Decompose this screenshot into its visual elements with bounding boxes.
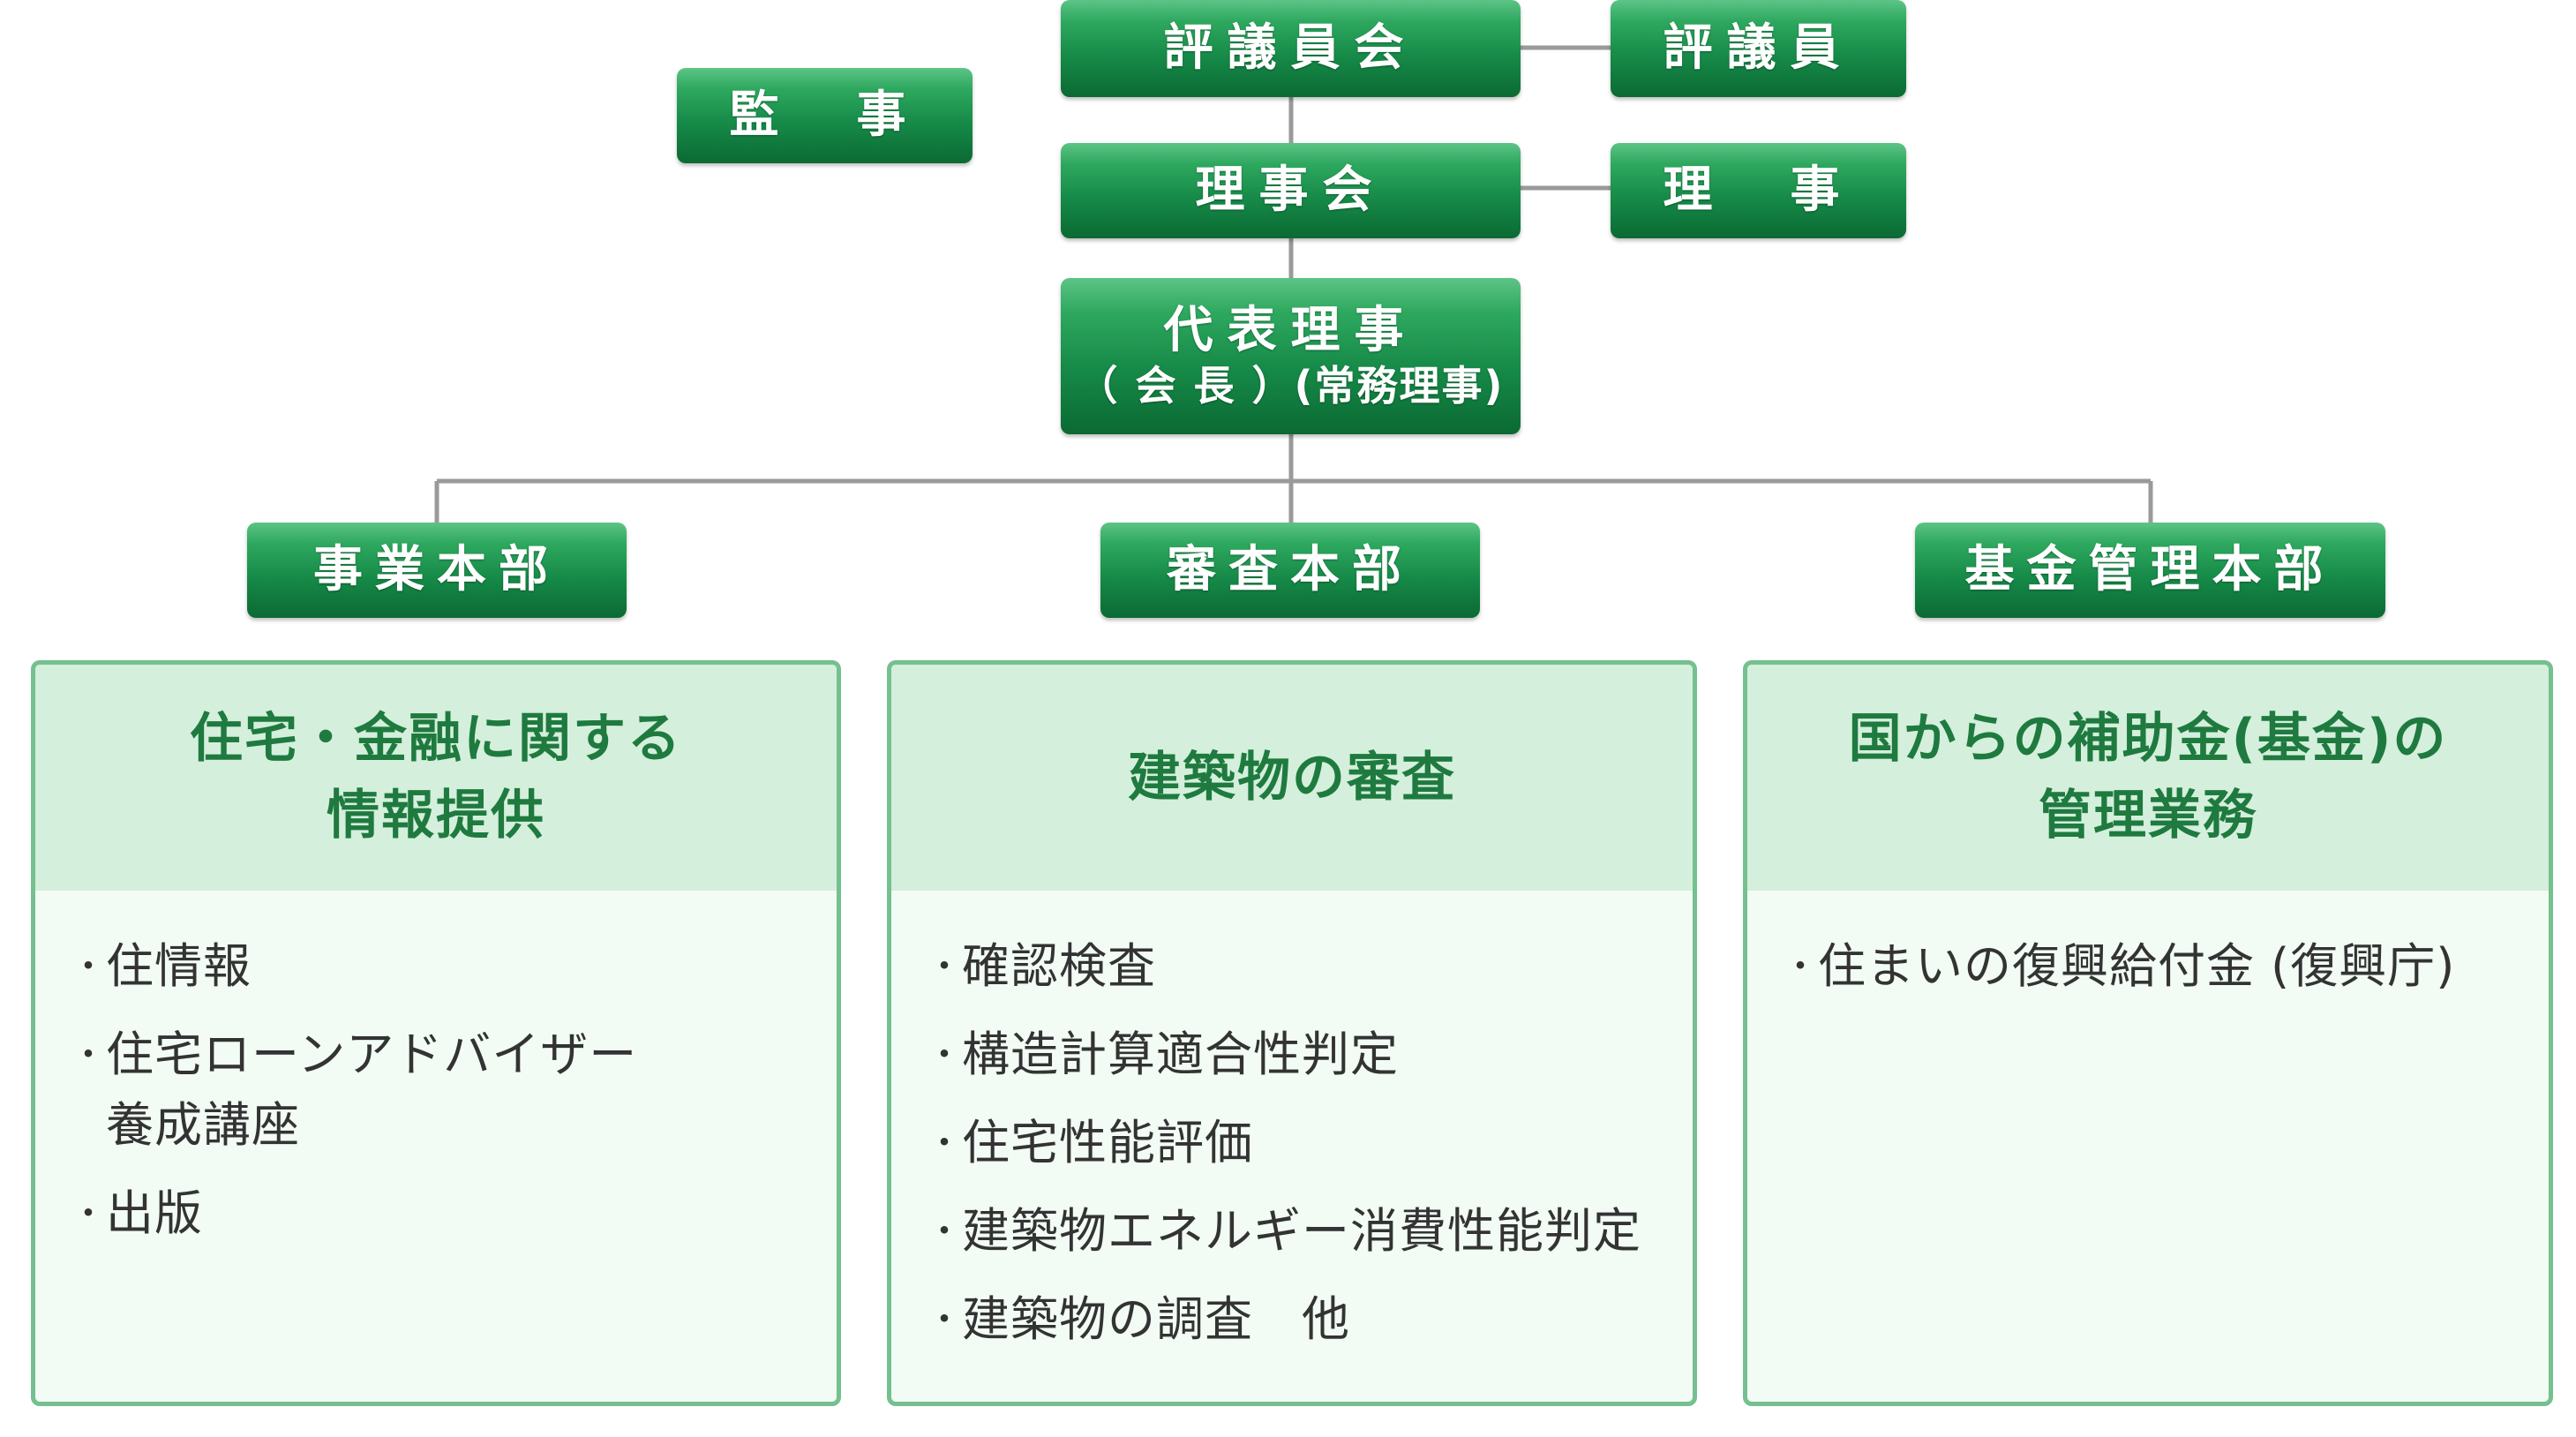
panel-kikin: 国からの補助金(基金)の 管理業務 ・住まいの復興給付金 (復興庁) (1743, 660, 2553, 1406)
councilors-label: 評議員 (1663, 19, 1854, 78)
directors-node: 理 事 (1611, 143, 1906, 238)
panel-heading-kikin: 国からの補助金(基金)の 管理業務 (1747, 665, 2549, 891)
directors-label: 理 事 (1663, 162, 1854, 220)
list-item-text: 住宅性能評価 (962, 1115, 1253, 1170)
panel-shinsa: 建築物の審査 ・確認検査 ・構造計算適合性判定 ・住宅性能評価 ・建築物エネルギ… (887, 660, 1697, 1406)
board-of-directors-label: 理事会 (1195, 162, 1386, 220)
auditor-node: 監 事 (677, 68, 973, 163)
representative-director-sub-label: （ 会 長 ）(常務理事) (1077, 362, 1505, 410)
representative-director-label: 代表理事 (1163, 302, 1418, 360)
panel-heading-text-shinsa: 建築物の審査 (1128, 746, 1456, 809)
councilors-node: 評議員 (1611, 0, 1906, 97)
panel-jigyo: 住宅・金融に関する 情報提供 ・住情報 ・住宅ローンアドバイザー 養成講座 ・出… (31, 660, 841, 1406)
list-item-text: 出版 (106, 1185, 203, 1241)
bullet-glyph: ・ (71, 1193, 107, 1234)
bullet-glyph: ・ (927, 946, 963, 987)
bullet-glyph: ・ (71, 1034, 107, 1075)
list-item: ・確認検査 (927, 931, 1693, 1002)
bullet-glyph: ・ (927, 1299, 963, 1340)
list-item-text: 確認検査 (962, 938, 1156, 994)
list-item-text: 住情報 (106, 938, 252, 994)
division-label-jigyo: 事業本部 (313, 541, 560, 599)
councilors-board-node: 評議員会 (1061, 0, 1521, 97)
panel-list-shinsa: ・確認検査 ・構造計算適合性判定 ・住宅性能評価 ・建築物エネルギー消費性能判定… (891, 891, 1693, 1355)
bullet-glyph: ・ (1783, 946, 1819, 987)
list-item: ・住宅性能評価 (927, 1108, 1693, 1178)
division-label-kikin: 基金管理本部 (1964, 541, 2336, 599)
bullet-glyph: ・ (927, 1123, 963, 1163)
list-item: ・建築物エネルギー消費性能判定 (927, 1196, 1693, 1267)
list-item-text: 建築物エネルギー消費性能判定 (962, 1203, 1641, 1259)
panel-heading-shinsa: 建築物の審査 (891, 665, 1693, 891)
list-item-text: 建築物の調査 他 (962, 1291, 1350, 1347)
representative-director-node: 代表理事 （ 会 長 ）(常務理事) (1061, 278, 1521, 434)
panel-heading-jigyo: 住宅・金融に関する 情報提供 (35, 665, 837, 891)
panel-list-kikin: ・住まいの復興給付金 (復興庁) (1747, 891, 2549, 1002)
list-item: ・構造計算適合性判定 (927, 1019, 1693, 1090)
list-item: ・出版 (71, 1178, 837, 1249)
division-node-shinsa: 審査本部 (1100, 523, 1480, 618)
bullet-glyph: ・ (927, 1211, 963, 1252)
bullet-glyph: ・ (927, 1034, 963, 1075)
division-node-kikin: 基金管理本部 (1915, 523, 2385, 618)
panel-heading-text-jigyo: 住宅・金融に関する 情報提供 (190, 708, 682, 846)
auditor-label: 監 事 (729, 87, 920, 145)
division-label-shinsa: 審査本部 (1167, 541, 1414, 599)
list-item-text: 住宅ローンアドバイザー 養成講座 (106, 1027, 638, 1153)
bullet-glyph: ・ (71, 946, 107, 987)
list-item: ・住まいの復興給付金 (復興庁) (1783, 931, 2549, 1002)
board-of-directors-node: 理事会 (1061, 143, 1521, 238)
councilors-board-label: 評議員会 (1163, 19, 1418, 78)
list-item-text: 住まいの復興給付金 (復興庁) (1818, 938, 2456, 994)
list-item: ・建築物の調査 他 (927, 1284, 1693, 1355)
panel-list-jigyo: ・住情報 ・住宅ローンアドバイザー 養成講座 ・出版 (35, 891, 837, 1249)
panel-heading-text-kikin: 国からの補助金(基金)の 管理業務 (1848, 708, 2448, 846)
division-node-jigyo: 事業本部 (247, 523, 627, 618)
list-item-text: 構造計算適合性判定 (962, 1027, 1399, 1082)
list-item: ・住宅ローンアドバイザー 養成講座 (71, 1019, 837, 1161)
list-item: ・住情報 (71, 931, 837, 1002)
